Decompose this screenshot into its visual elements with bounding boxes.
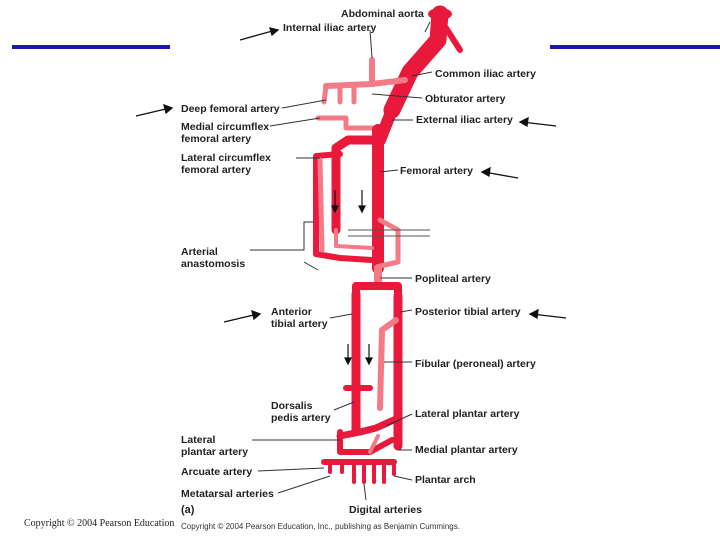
label-medial-circumflex-line2: femoral artery bbox=[181, 133, 252, 145]
label-external-iliac: External iliac artery bbox=[416, 114, 513, 126]
abdominal-aorta bbox=[383, 5, 449, 119]
label-dorsalis-pedis-line2: pedis artery bbox=[271, 412, 331, 424]
label-anterior-tibial-line1: Anterior bbox=[271, 306, 312, 318]
label-medial-plantar: Medial plantar artery bbox=[415, 444, 518, 456]
label-abdominal-aorta: Abdominal aorta bbox=[341, 8, 424, 20]
obturator-branch bbox=[323, 81, 375, 89]
aorta-top bbox=[428, 8, 452, 20]
label-lateral-plantar-line2: plantar artery bbox=[181, 446, 249, 458]
label-anastomosis: Arterial anastomosis bbox=[181, 246, 245, 270]
label-medial-circumflex: Medial circumflex femoral artery bbox=[181, 121, 269, 145]
header-rule-left bbox=[12, 45, 170, 49]
label-lateral-plantar-right: Lateral plantar artery bbox=[415, 408, 520, 420]
lateral-circumflex-vessel bbox=[313, 151, 375, 263]
header-rule-right bbox=[550, 45, 720, 49]
label-lateral-circumflex-line2: femoral artery bbox=[181, 164, 252, 176]
label-obturator: Obturator artery bbox=[425, 93, 506, 105]
label-lateral-plantar-line1: Lateral bbox=[181, 434, 216, 446]
label-dorsalis-pedis: Dorsalis pedis artery bbox=[271, 400, 331, 424]
label-lateral-circumflex: Lateral circumflex femoral artery bbox=[181, 152, 271, 176]
label-internal-iliac: Internal iliac artery bbox=[283, 22, 377, 34]
slide-copyright: Copyright © 2004 Pearson Education bbox=[24, 518, 175, 529]
fibular-vessel bbox=[377, 317, 399, 411]
panel-label: (a) bbox=[181, 504, 195, 516]
label-deep-femoral: Deep femoral artery bbox=[181, 103, 280, 115]
label-femoral: Femoral artery bbox=[400, 165, 473, 177]
label-common-iliac: Common iliac artery bbox=[435, 68, 536, 80]
label-lateral-circumflex-line1: Lateral circumflex bbox=[181, 152, 271, 164]
label-anterior-tibial: Anterior tibial artery bbox=[271, 306, 328, 330]
label-lateral-plantar-left: Lateral plantar artery bbox=[181, 434, 248, 458]
label-anterior-tibial-line2: tibial artery bbox=[271, 318, 328, 330]
label-plantar-arch: Plantar arch bbox=[415, 474, 476, 486]
label-digital: Digital arteries bbox=[349, 504, 422, 516]
anastomosis-vessel bbox=[334, 228, 374, 250]
label-popliteal: Popliteal artery bbox=[415, 273, 491, 285]
label-anastomosis-line1: Arterial bbox=[181, 246, 218, 258]
lateral-plantar-vessel bbox=[336, 414, 402, 440]
medial-circumflex-vessel bbox=[315, 115, 375, 131]
label-fibular: Fibular (peroneal) artery bbox=[415, 358, 536, 370]
label-medial-circumflex-line1: Medial circumflex bbox=[181, 121, 270, 133]
label-dorsalis-pedis-line1: Dorsalis bbox=[271, 400, 313, 412]
label-metatarsal: Metatarsal arteries bbox=[181, 488, 274, 500]
figure-copyright: Copyright © 2004 Pearson Education, Inc.… bbox=[181, 522, 460, 531]
label-arcuate: Arcuate artery bbox=[181, 466, 253, 478]
label-posterior-tibial: Posterior tibial artery bbox=[415, 306, 521, 318]
aorta-branch-right bbox=[443, 25, 463, 53]
label-anastomosis-line2: anastomosis bbox=[181, 258, 246, 270]
deep-femoral-vessel bbox=[331, 135, 377, 235]
internal-iliac bbox=[369, 57, 408, 87]
